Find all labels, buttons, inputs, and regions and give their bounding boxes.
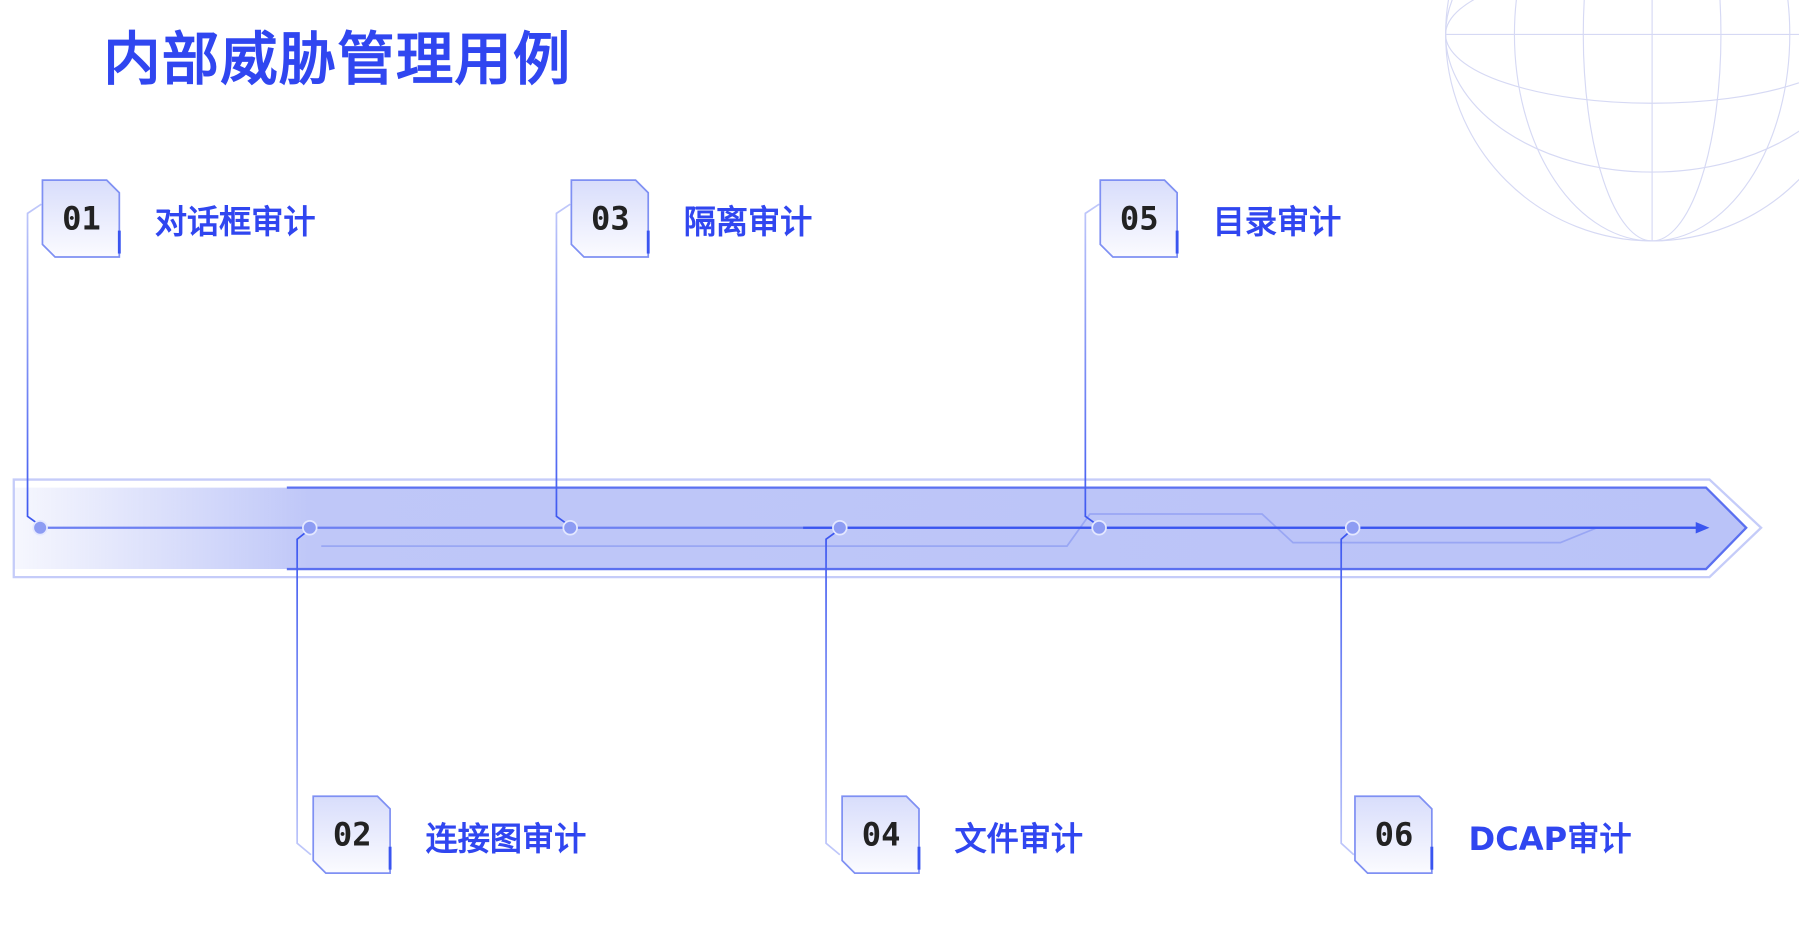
step-number: 04 [861,815,901,854]
card-frame [312,795,391,874]
step-number: 01 [62,199,101,238]
step-label: 文件审计 [954,820,1084,859]
card-frame [841,795,920,874]
card-frame [570,179,650,258]
step-card-01: 01 [42,180,120,258]
globe-decoration [1445,0,1799,242]
step-label: DCAP审计 [1468,820,1632,859]
step-number: 03 [591,199,630,238]
timeline-dot [832,520,848,536]
step-label: 隔离审计 [683,203,813,241]
page-title: 内部威胁管理用例 [103,26,572,93]
step-card-03: 03 [571,180,649,258]
card-frame [1099,179,1178,258]
card-frame [1354,795,1433,874]
timeline-dot [32,520,48,536]
step-number: 02 [332,815,372,854]
timeline-dot [1091,520,1107,536]
card-frame [41,179,121,258]
step-label: 目录审计 [1212,203,1342,241]
timeline-dot [302,520,318,536]
step-card-06: 06 [1355,796,1433,874]
step-label: 对话框审计 [154,203,316,241]
timeline-dot [562,520,578,536]
step-label: 连接图审计 [425,820,587,859]
step-card-04: 04 [842,796,920,874]
step-card-05: 05 [1100,180,1178,258]
step-number: 05 [1119,199,1159,238]
step-number: 06 [1374,815,1414,854]
timeline-dot [1344,520,1361,536]
step-card-02: 02 [313,796,391,874]
arrow-head-icon [1695,522,1710,534]
